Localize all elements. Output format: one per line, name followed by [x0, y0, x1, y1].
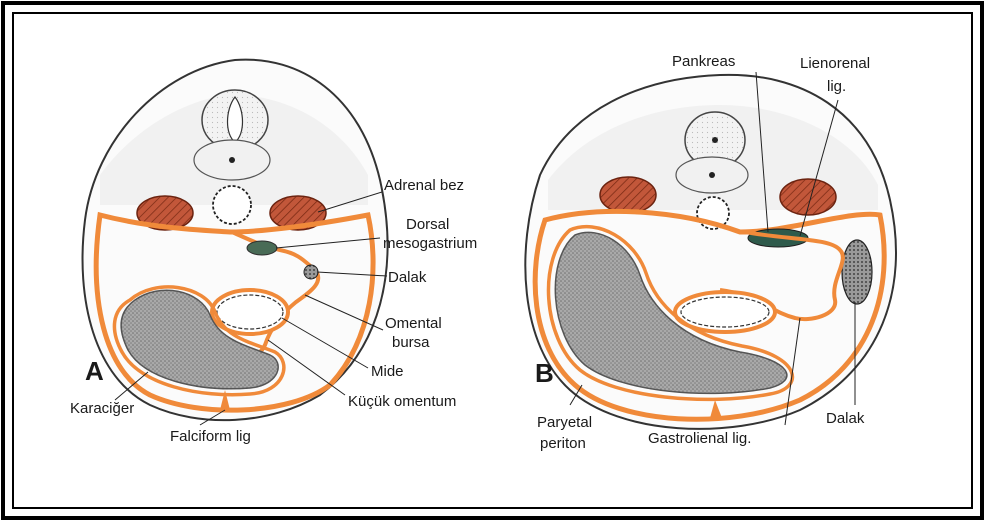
label-pankreas: Pankreas — [672, 53, 735, 70]
label-dalak-a: Dalak — [388, 269, 427, 286]
panel-label-a: A — [85, 356, 104, 386]
label-falciform-lig: Falciform lig — [170, 428, 251, 445]
right-kidney-b — [780, 179, 836, 215]
label-lienorenal-lig: lig. — [827, 78, 846, 95]
stomach-inner-a — [217, 295, 283, 329]
label-gastrolienal-lig: Gastrolienal lig. — [648, 430, 751, 447]
label-bursa: bursa — [392, 334, 430, 351]
label-lienorenal: Lienorenal — [800, 55, 870, 72]
label-kucuk-omentum: Küçük omentum — [348, 393, 456, 410]
label-omental: Omental — [385, 315, 442, 332]
panel-a-diagram: A — [83, 60, 388, 425]
spleen-a — [304, 265, 318, 279]
panel-b-diagram: B — [525, 72, 896, 429]
stomach-inner-b — [681, 297, 769, 327]
label-adrenal-bez: Adrenal bez — [384, 177, 464, 194]
dorsal-mesogastrium-a — [247, 241, 277, 255]
label-dalak-b: Dalak — [826, 410, 865, 427]
vertebra-center-b — [709, 172, 715, 178]
label-dorsal: Dorsal — [406, 216, 449, 233]
panel-label-b: B — [535, 358, 554, 388]
label-mesogastrium: mesogastrium — [383, 235, 477, 252]
spinal-canal-b — [712, 137, 718, 143]
label-periton: periton — [540, 435, 586, 452]
vertebra-center-a — [229, 157, 235, 163]
aorta-a — [213, 186, 251, 224]
label-karaciger: Karaciğer — [70, 400, 134, 417]
left-kidney-b — [600, 177, 656, 213]
label-paryetal: Paryetal — [537, 414, 592, 431]
label-mide: Mide — [371, 363, 404, 380]
spleen-b — [842, 240, 872, 304]
